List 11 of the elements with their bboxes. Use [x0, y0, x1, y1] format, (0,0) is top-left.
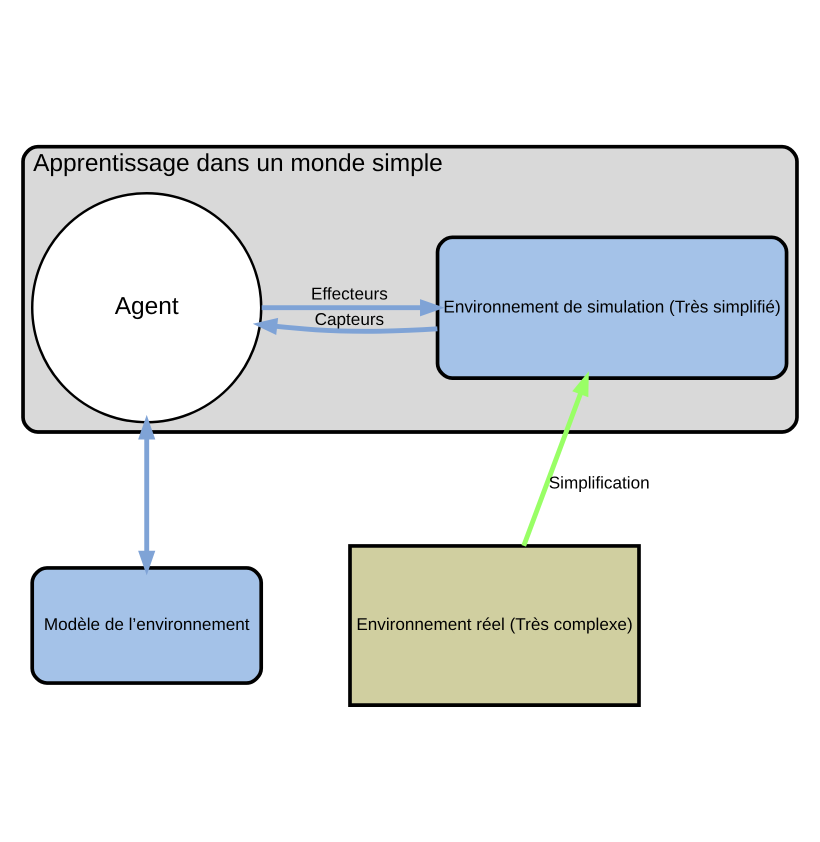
edge-label: Effecteurs	[310, 283, 388, 304]
arrow	[252, 318, 438, 336]
edge-label: Simplification	[548, 472, 650, 493]
node-box: Modèle de l’environnement	[30, 566, 264, 685]
node-box: Environnement réel (Très complexe)	[348, 544, 641, 707]
arrow	[262, 299, 445, 316]
node-circle: Agent	[31, 192, 262, 424]
arrow	[138, 414, 156, 576]
edge-label: Capteurs	[314, 309, 384, 330]
arrow	[521, 371, 589, 547]
node-box: Environnement de simulation (Très simplifié)	[436, 235, 788, 380]
